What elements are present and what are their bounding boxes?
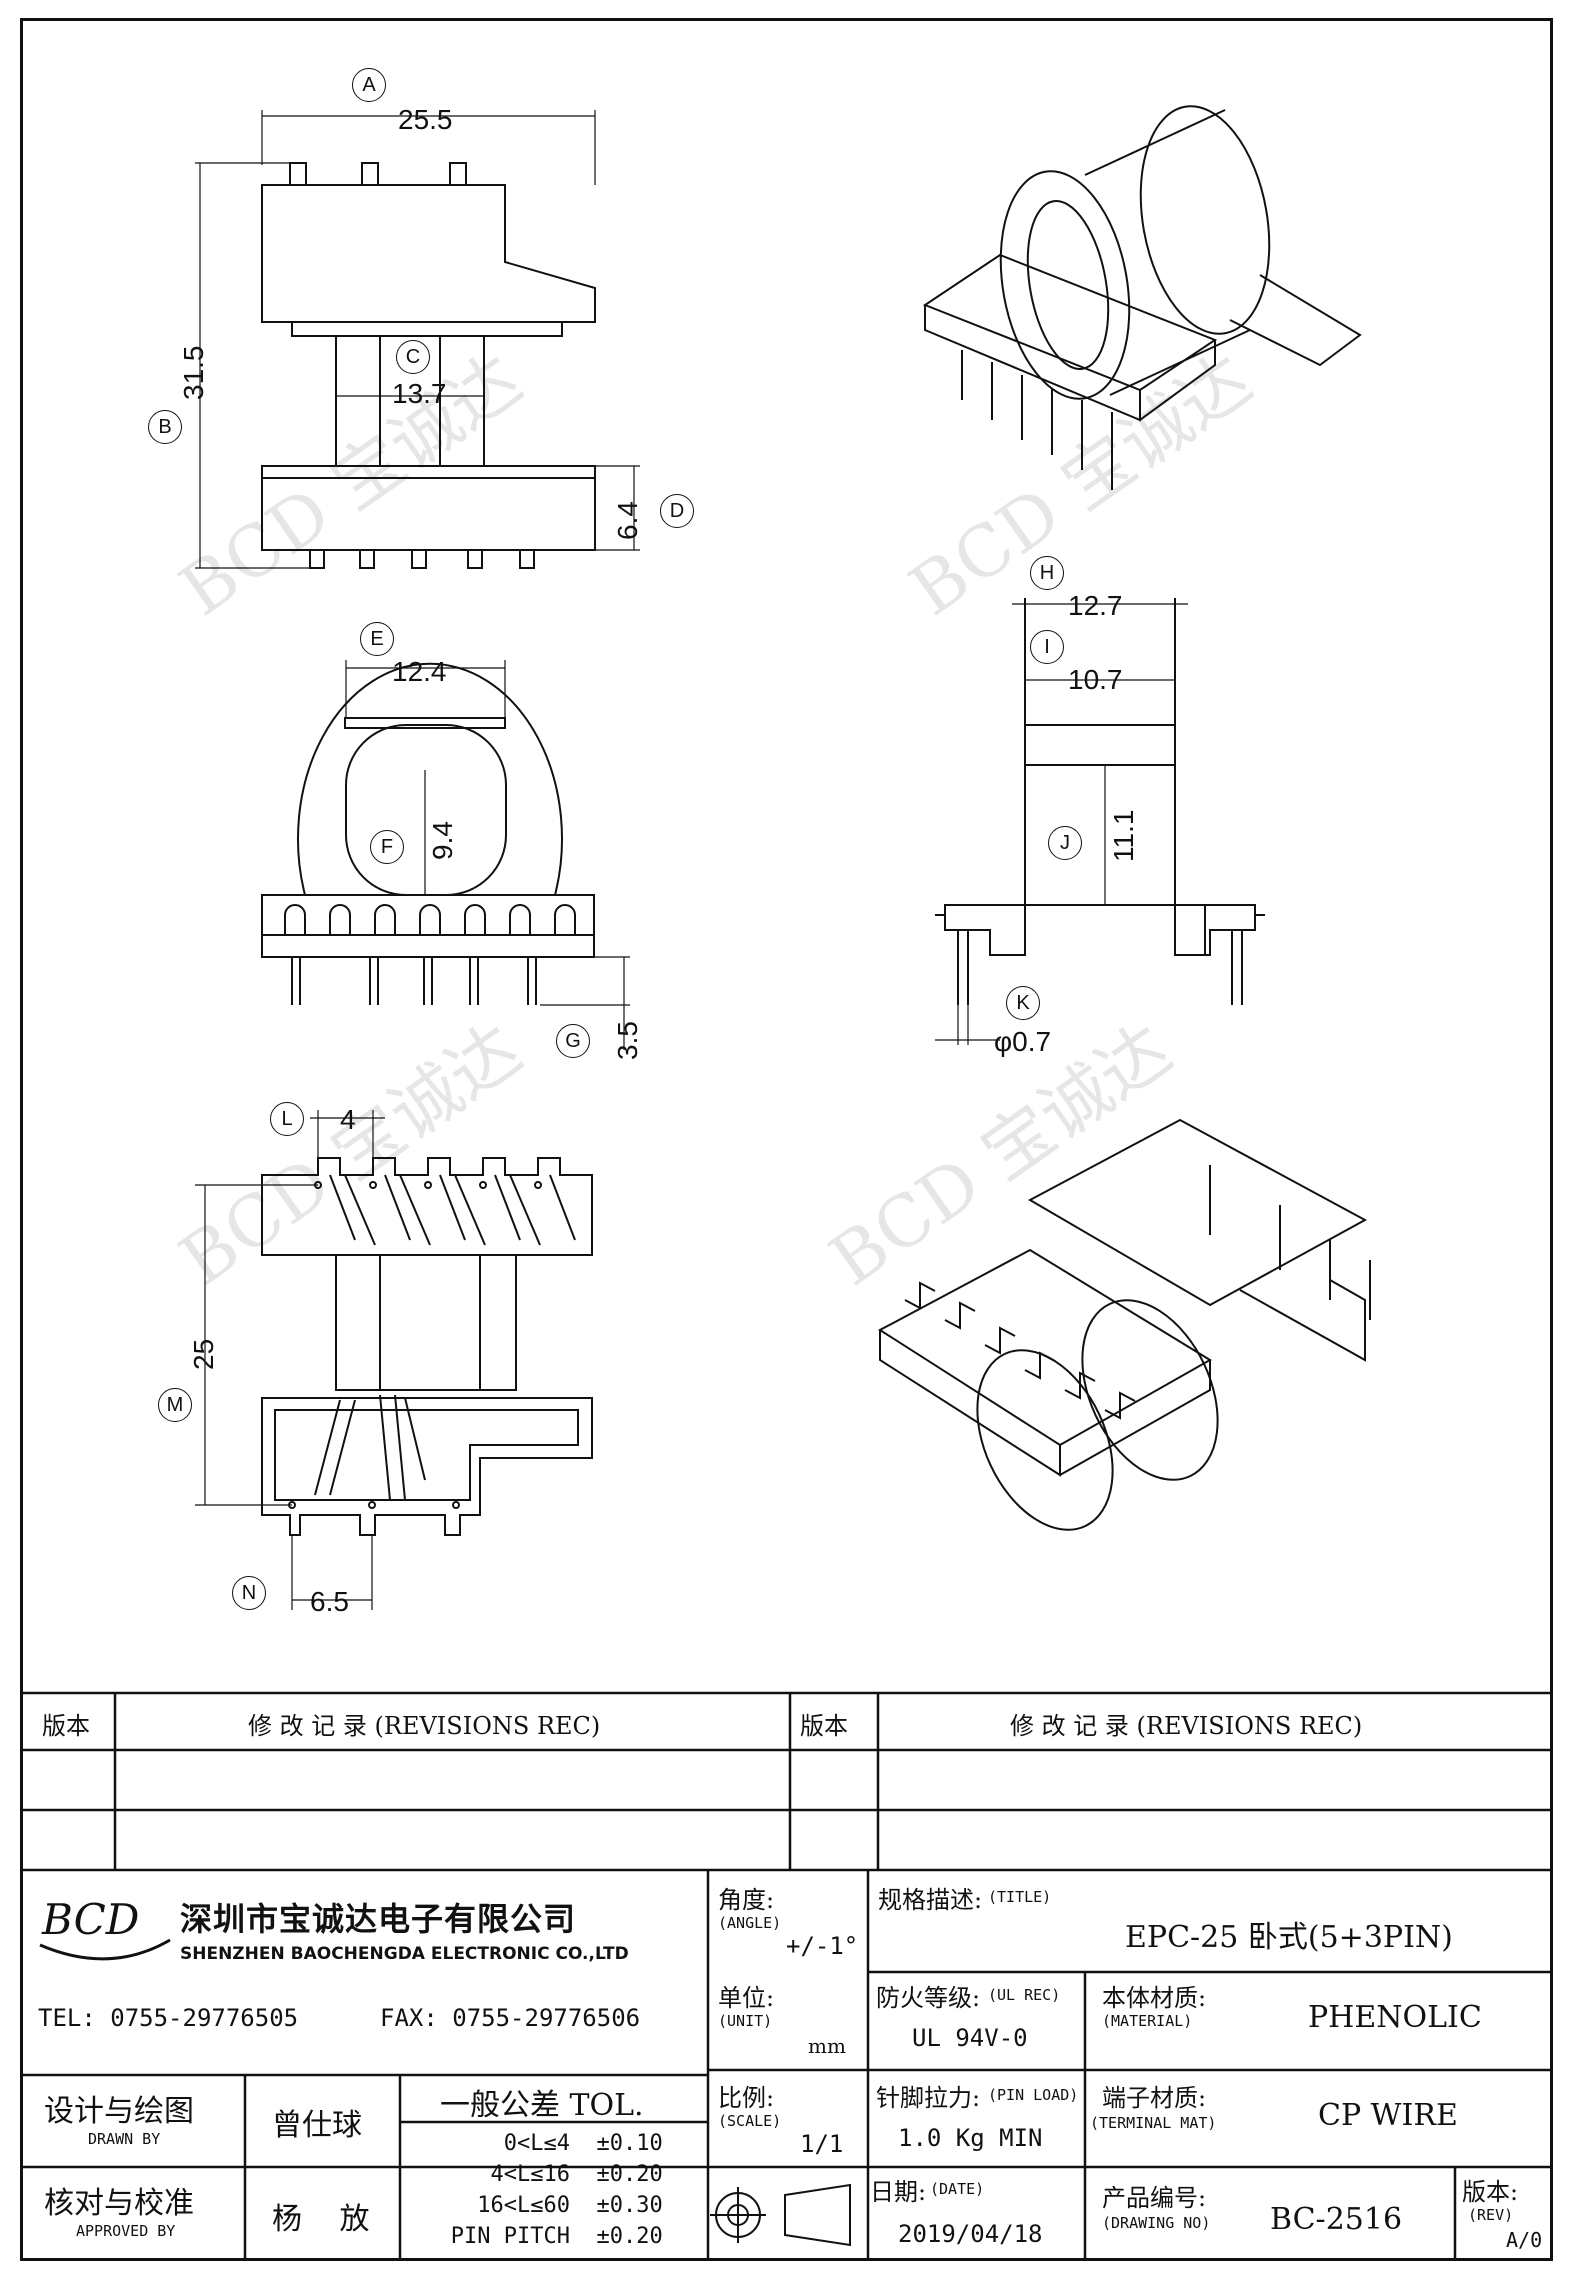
callout-G: G	[556, 1024, 590, 1058]
tolerance-row: PIN PITCH ±0.20	[450, 2224, 663, 2249]
pin-load-label-en: (PIN LOAD)	[988, 2086, 1079, 2104]
bottom-view-dims	[195, 1110, 385, 1610]
callout-C: C	[396, 340, 430, 374]
callout-M: M	[158, 1388, 192, 1422]
front-view	[261, 662, 595, 1005]
drawing-no-value: BC-2516	[1270, 2202, 1403, 2237]
dim-E-value: 12.4	[392, 656, 447, 687]
company-name-cn: 深圳市宝诚达电子有限公司	[180, 1900, 577, 1938]
material-label: 本体材质:	[1102, 1984, 1207, 2012]
rev-value: A/0	[1506, 2228, 1543, 2252]
callout-L: L	[270, 1102, 304, 1136]
rev-label: 版本:	[1462, 2178, 1519, 2206]
drawing-no-label: 产品编号:	[1102, 2184, 1207, 2212]
dim-H-value: 12.7	[1068, 590, 1123, 621]
rev-col-record-left: 修 改 记 录 (REVISIONS REC)	[248, 1712, 601, 1740]
callout-H: H	[1030, 556, 1064, 590]
pin-load-value: 1.0 Kg MIN	[898, 2124, 1043, 2152]
unit-label-en: (UNIT)	[718, 2012, 773, 2030]
tolerance-table: 0<L≤4 ±0.10 4<L≤16 ±0.20 16<L≤60 ±0.30 P…	[420, 2128, 680, 2252]
dim-N-value: 6.5	[310, 1586, 349, 1617]
material-label-en: (MATERIAL)	[1102, 2012, 1193, 2030]
pin-load-label: 针脚拉力:	[876, 2084, 981, 2112]
company-name-en: SHENZHEN BAOCHENGDA ELECTRONIC CO.,LTD	[180, 1944, 629, 1964]
rev-col-record-right: 修 改 记 录 (REVISIONS REC)	[1010, 1712, 1363, 1740]
scale-label-en: (SCALE)	[718, 2112, 782, 2130]
callout-A: A	[352, 68, 386, 102]
callout-J: J	[1048, 826, 1082, 860]
angle-value: +/-1°	[786, 1932, 859, 1960]
ul-label-en: (UL REC)	[988, 1986, 1061, 2004]
ul-label: 防火等级:	[876, 1984, 981, 2012]
terminal-value: CP WIRE	[1318, 2098, 1458, 2133]
dim-C-value: 13.7	[392, 378, 447, 409]
side-view-dims	[935, 603, 1188, 1045]
bottom-view	[261, 1157, 593, 1536]
callout-I: I	[1030, 630, 1064, 664]
tolerance-row: 4<L≤16 ±0.20	[490, 2162, 663, 2187]
approved-value: 杨 放	[272, 2202, 384, 2237]
angle-label-en: (ANGLE)	[718, 1914, 782, 1932]
callout-B: B	[148, 410, 182, 444]
company-fax: FAX: 0755-29776506	[380, 2004, 641, 2032]
terminal-label: 端子材质:	[1102, 2084, 1207, 2112]
callout-N: N	[232, 1576, 266, 1610]
dim-I-value: 10.7	[1068, 664, 1123, 695]
approved-label: 核对与校准	[44, 2186, 194, 2221]
scale-label: 比例:	[718, 2084, 775, 2112]
rev-label-en: (REV)	[1468, 2206, 1514, 2224]
rev-col-version-right: 版本	[800, 1712, 848, 1740]
iso-view-2	[878, 1118, 1371, 1531]
unit-label: 单位:	[718, 1984, 775, 2012]
top-view	[261, 162, 596, 569]
side-view	[935, 598, 1265, 1005]
dim-M-value: 25	[188, 1338, 219, 1370]
drawn-value: 曾仕球	[272, 2108, 362, 2143]
tolerance-row: 16<L≤60 ±0.30	[477, 2193, 663, 2218]
tolerance-row: 0<L≤4 ±0.10	[503, 2131, 663, 2156]
drawing-no-label-en: (DRAWING NO)	[1102, 2214, 1211, 2232]
tolerance-label: 一般公差 TOL.	[440, 2088, 644, 2123]
dim-B-value: 31.5	[178, 345, 209, 401]
dim-K-value: φ0.7	[994, 1026, 1052, 1057]
logo-swoosh	[39, 1938, 171, 1961]
company-logo: BCD	[42, 1895, 140, 1944]
callout-K: K	[1006, 986, 1040, 1020]
material-value: PHENOLIC	[1308, 2000, 1482, 2035]
terminal-label-en: (TERMINAL MAT)	[1090, 2114, 1217, 2132]
company-tel: TEL: 0755-29776505	[38, 2004, 299, 2032]
dim-F-value: 9.4	[427, 821, 458, 860]
rev-col-version-left: 版本	[42, 1712, 90, 1740]
projection-symbol	[710, 2183, 851, 2247]
scale-value: 1/1	[800, 2130, 844, 2158]
drawn-label: 设计与绘图	[44, 2094, 194, 2129]
iso-view-1	[922, 105, 1362, 490]
angle-label: 角度:	[718, 1886, 775, 1914]
top-view-dims	[195, 110, 640, 569]
callout-F: F	[370, 830, 404, 864]
drawn-label-en: DRAWN BY	[88, 2130, 161, 2148]
unit-value: mm	[808, 2034, 846, 2058]
dim-D-value: 6.4	[612, 501, 643, 540]
title-block-lines	[20, 1691, 1553, 2261]
callout-E: E	[360, 622, 394, 656]
dim-L-value: 4	[340, 1104, 356, 1135]
title-value: EPC-25 卧式(5+3PIN)	[1125, 1920, 1453, 1955]
dim-G-value: 3.5	[612, 1021, 643, 1060]
front-view-dims	[345, 660, 630, 1050]
dim-A-value: 25.5	[398, 104, 453, 135]
approved-label-en: APPROVED BY	[76, 2222, 176, 2240]
title-label-en: (TITLE)	[988, 1888, 1052, 1906]
date-value: 2019/04/18	[898, 2220, 1043, 2248]
callout-D: D	[660, 494, 694, 528]
title-label: 规格描述:	[878, 1886, 983, 1914]
date-label-en: (DATE)	[930, 2180, 985, 2198]
dim-J-value: 11.1	[1108, 809, 1139, 862]
date-label: 日期:	[870, 2178, 927, 2206]
ul-value: UL 94V-0	[912, 2024, 1028, 2052]
drawing-sheet	[20, 18, 1553, 2261]
